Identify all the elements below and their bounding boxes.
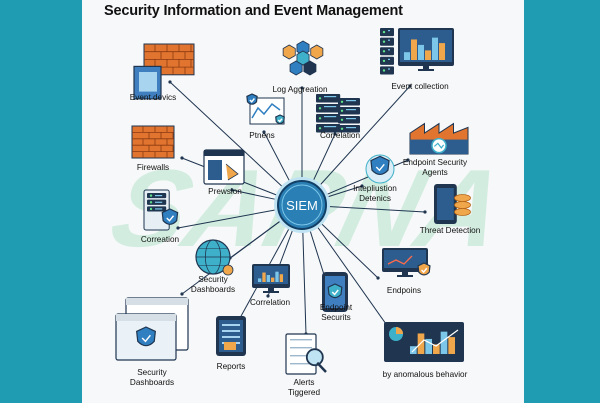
connector-dot [300,86,304,90]
node-label: Event devics [129,93,177,102]
node-label: by anomalous behavior [382,370,468,379]
connector-line [181,220,282,295]
node-label: Security Dashboards [190,275,236,294]
connector-line [302,230,307,335]
node-label: Firewalls [136,163,170,172]
document-search-icon [285,333,327,375]
node-label: Endpoins [386,286,422,295]
connector-line [177,209,277,229]
connector-dot [406,158,410,162]
analytics-monitor-icon [252,264,290,293]
node-label: Endpoint Security Agents [402,158,468,177]
node-label: Security Dashboards [129,368,175,387]
connector-dot [408,84,412,88]
connector-dot [360,184,364,188]
node-label: Correlation [249,298,291,307]
connector-dot [423,210,427,214]
connector-dot [230,188,234,192]
connector-dot [266,294,270,298]
monitor-shield-icon [382,248,431,277]
left-teal-border [0,0,82,403]
monitor-server-icon [380,28,454,75]
connector-line [319,85,411,187]
connector-line [231,189,277,201]
connector-dot [168,80,172,84]
node-label: Intepliustion Detenics [353,184,397,203]
connector-line [325,159,409,196]
connector-dot [262,130,266,134]
browser-shield-icon [115,297,189,361]
node-label: Threat Detection [419,226,481,235]
shield-check-icon [365,154,395,184]
hexagon-cluster-icon [282,40,324,76]
connector-dot [376,276,380,280]
tablet-report-icon [216,316,246,356]
connector-line [169,81,284,188]
connector-dot [180,156,184,160]
node-label: Ptnens [249,131,275,140]
right-teal-border [524,0,600,403]
server-rack-icon [316,94,360,133]
connector-line [263,131,291,183]
connector-line [326,185,363,198]
tablet-database-icon [434,184,471,224]
brick-wall-document-icon [133,43,195,100]
connector-line [316,225,387,325]
hub-label: SIEM [286,198,318,213]
node-label: Endpoint Securits [319,303,353,322]
firewall-icon [131,125,175,159]
phone-shield-icon [322,272,348,312]
node-label: Correation [140,235,180,244]
siem-hub: SIEM [274,177,330,233]
node-label: Log Aggreation [272,85,328,94]
node-label: Correlation [319,131,361,140]
node-label: Reports [216,362,246,371]
connector-dot [333,132,337,136]
connector-dot [180,292,184,296]
node-label: Alerts Tiggered [287,378,320,397]
server-shield-icon [143,189,179,231]
analytics-screen-icon [384,322,464,362]
connector-line [327,205,426,213]
dashboard-window-icon [203,149,245,185]
node-label: Prewsion [208,187,242,196]
node-label: Event collection [391,82,449,91]
connector-dot [176,226,180,230]
diagram-title: Security Information and Event Managemen… [104,3,403,19]
shield-chart-icon [246,93,285,125]
factory-icon [409,122,469,155]
connector-line [320,222,379,279]
globe-icon [195,239,234,276]
connector-line [312,133,336,182]
